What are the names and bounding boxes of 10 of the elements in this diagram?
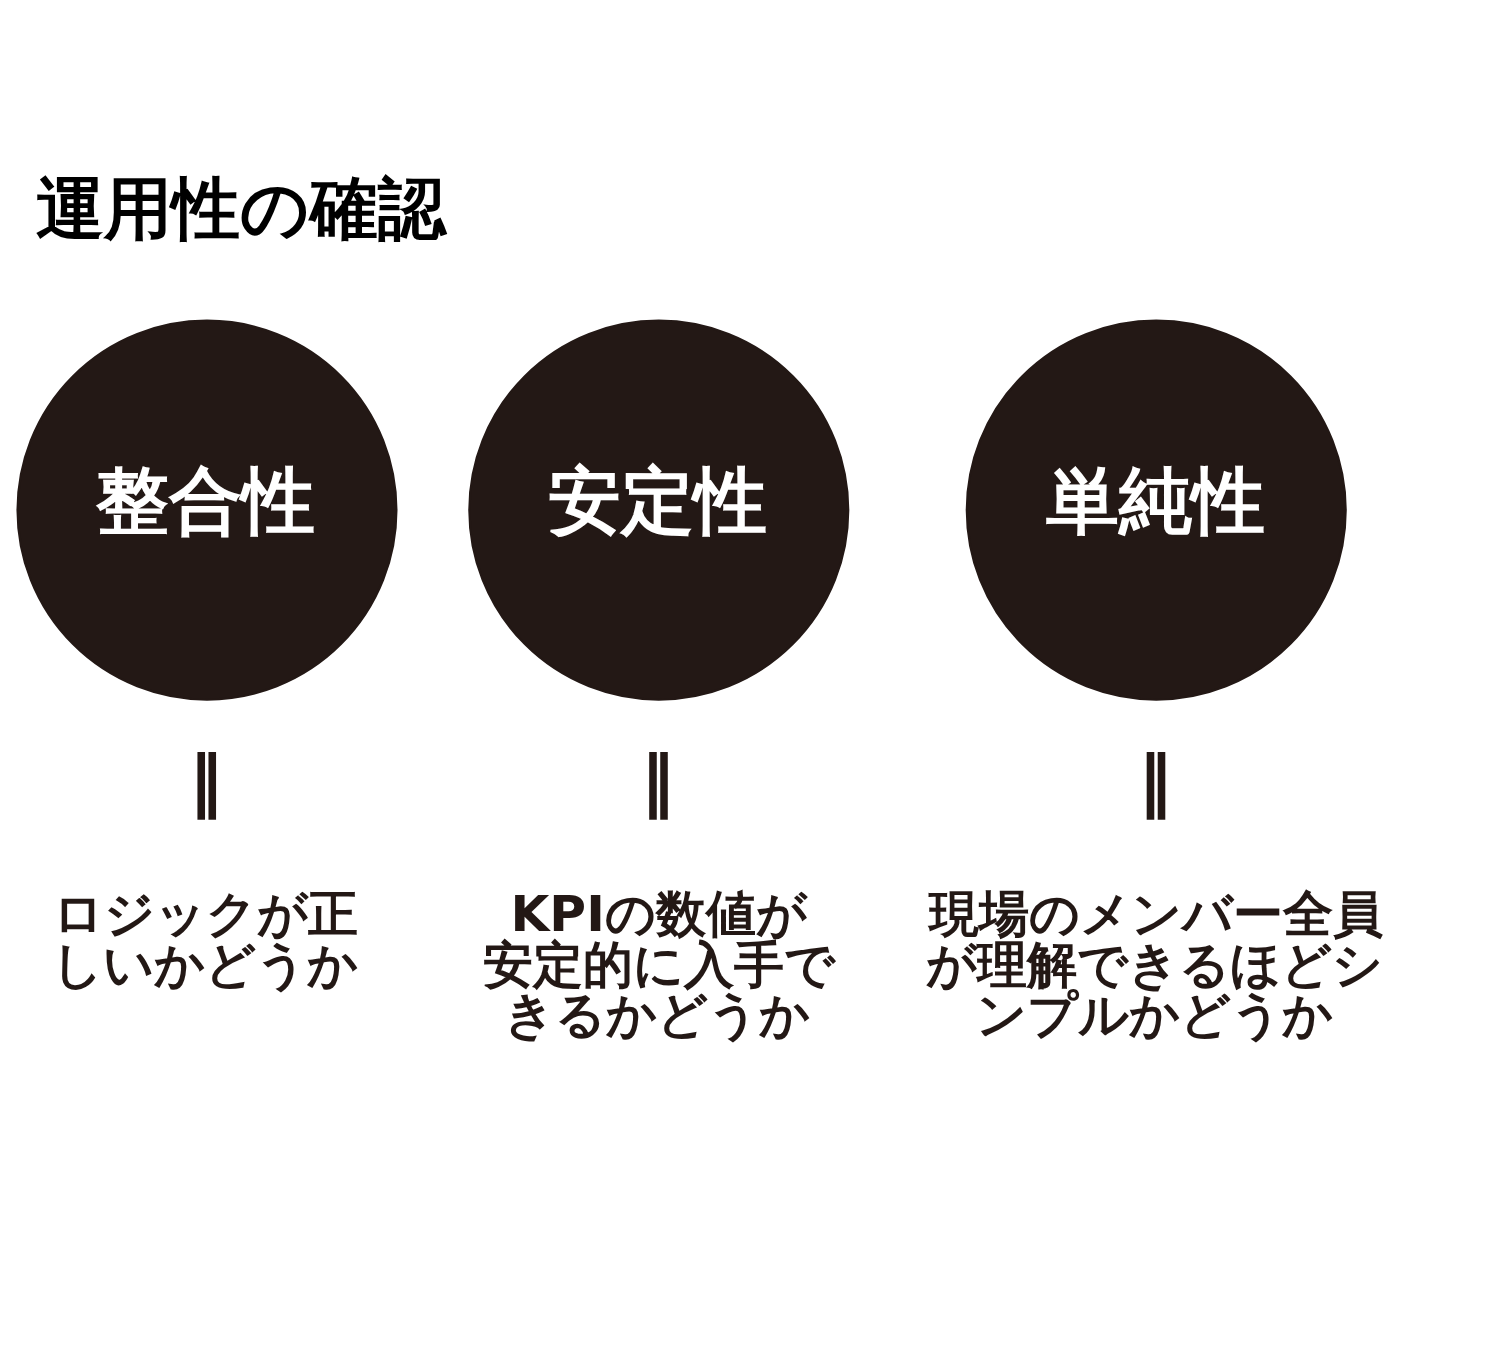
diagram-title: 運用性の確認 [35, 167, 446, 248]
node-label: 現場のメンバー全員が理解できるほどシンプルかどうか [925, 883, 1384, 1044]
node-label: ‖ [188, 739, 223, 820]
node-circle: 単純性 [965, 319, 1347, 701]
node-label: ‖ [1137, 739, 1173, 820]
node-circle: 整合性 [16, 319, 398, 701]
node-circle: 安定性 [468, 319, 850, 701]
node-label: ‖ [640, 739, 675, 820]
node-label: ロジックが正しいかどうか [51, 883, 358, 994]
node-label: KPIの数値が安定的に入手できるかどうか [483, 883, 836, 1044]
